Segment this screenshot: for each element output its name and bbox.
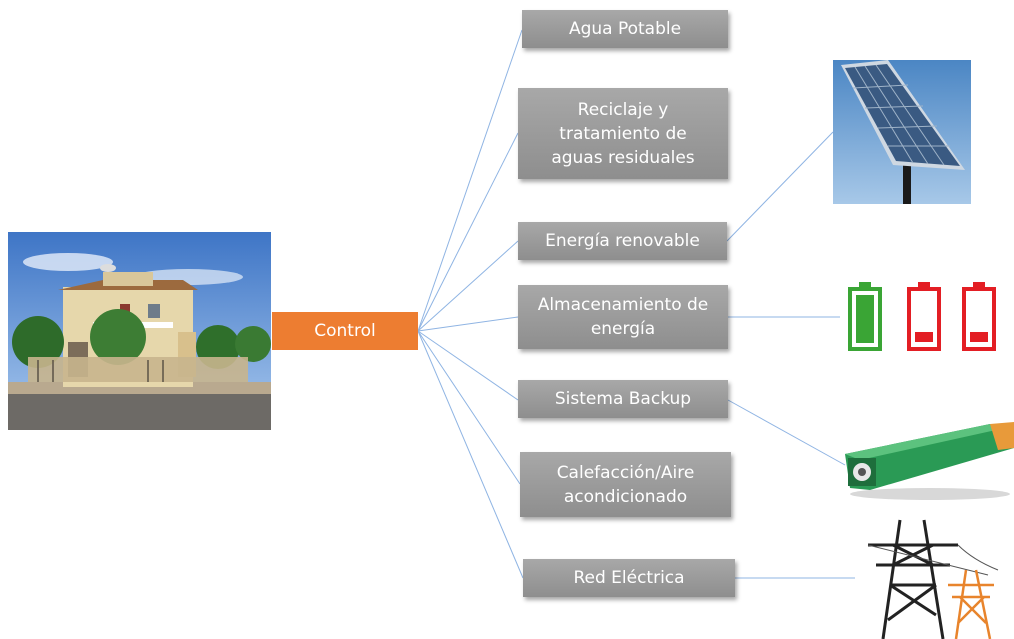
- battery-low-icon: [907, 282, 941, 351]
- branch-label: Sistema Backup: [554, 389, 692, 409]
- branch-label: Red Eléctrica: [573, 568, 685, 588]
- battery-full-icon: [848, 282, 882, 351]
- branch-node-almacenamiento: Almacenamiento de energía: [518, 285, 728, 349]
- branch-label: Reciclaje y tratamiento de aguas residua…: [551, 99, 695, 168]
- branch-node-sistema-backup: Sistema Backup: [518, 380, 728, 418]
- connector-backup-photo: [727, 399, 846, 466]
- branch-node-calefaccion: Calefacción/Aire acondicionado: [520, 452, 731, 517]
- connector-energia-renovable: [417, 240, 519, 332]
- backup-battery-photo: [840, 420, 1014, 502]
- branch-node-energia-renovable: Energía renovable: [518, 222, 727, 260]
- branch-label: Calefacción/Aire acondicionado: [556, 462, 695, 507]
- power-tower-icon: [848, 515, 1014, 639]
- branch-label: Agua Potable: [568, 19, 682, 39]
- connector-reciclaje: [417, 132, 519, 332]
- branch-label: Energía renovable: [545, 231, 700, 251]
- connector-calefaccion: [417, 330, 521, 485]
- house-photo: [8, 232, 271, 430]
- connector-red-electrica: [417, 330, 524, 579]
- central-node-label: Control: [314, 321, 376, 341]
- connector-agua-potable: [417, 29, 523, 332]
- solar-panel-photo: [833, 60, 971, 204]
- battery-low-icon: [962, 282, 996, 351]
- branch-node-red-electrica: Red Eléctrica: [523, 559, 735, 597]
- branch-node-agua-potable: Agua Potable: [522, 10, 728, 48]
- branch-label: Almacenamiento de energía: [537, 295, 709, 339]
- branch-node-reciclaje: Reciclaje y tratamiento de aguas residua…: [518, 88, 728, 179]
- connector-solar: [726, 131, 834, 242]
- connector-sistema-backup: [417, 330, 519, 401]
- connector-almacenamiento: [417, 316, 519, 332]
- central-node-control: Control: [272, 312, 418, 350]
- battery-levels-icon: [845, 280, 1003, 352]
